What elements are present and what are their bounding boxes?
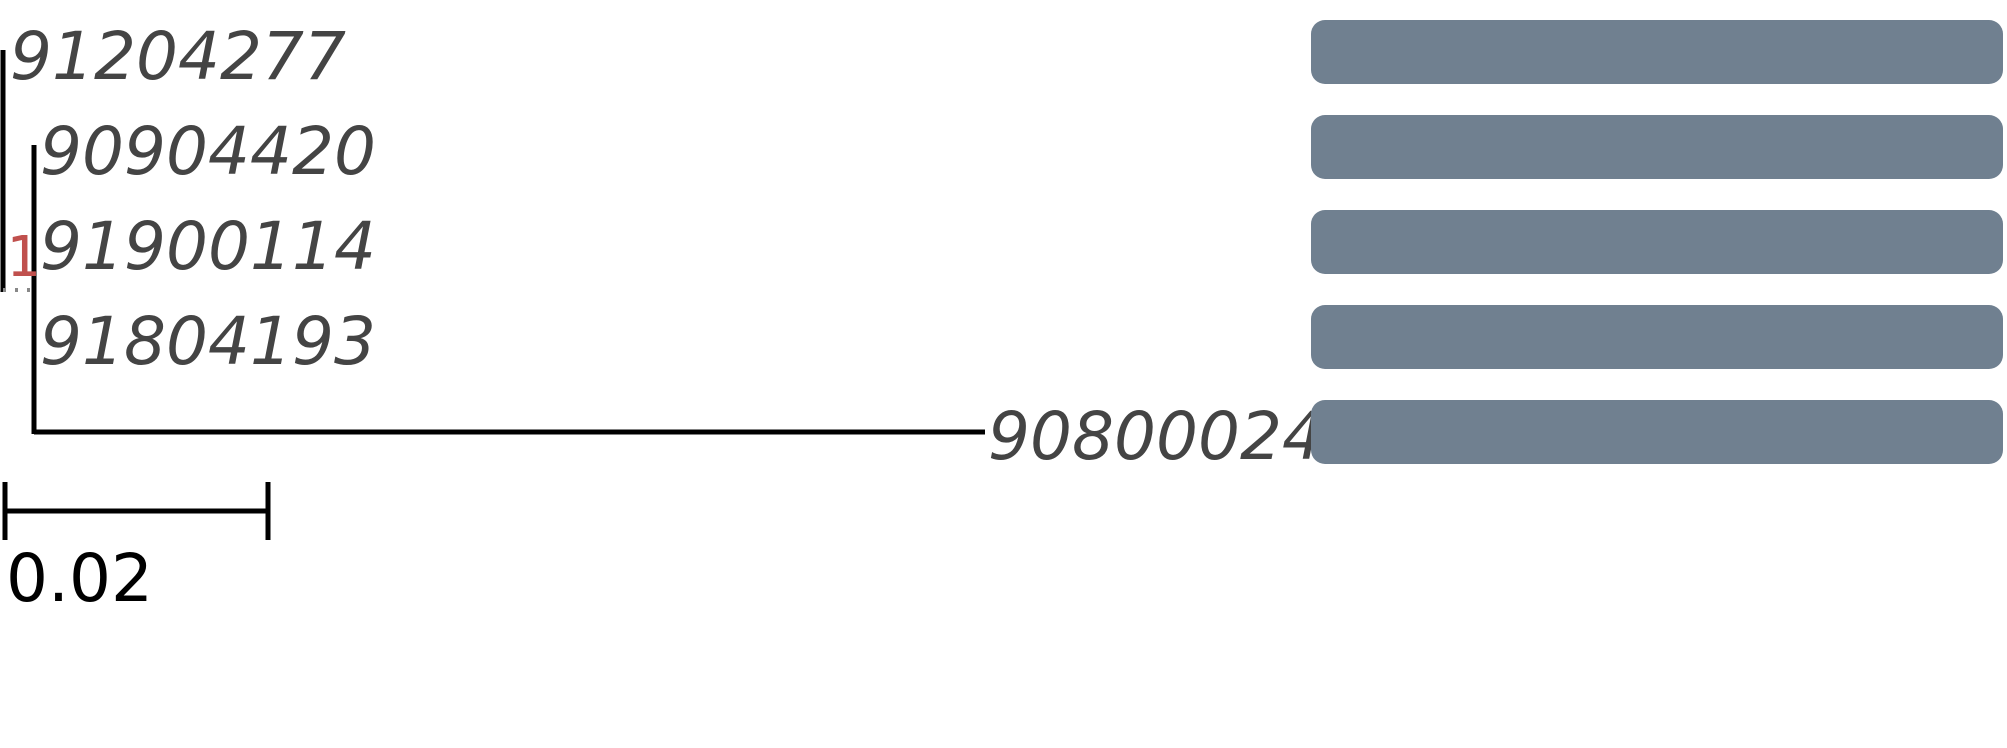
leaf-bar-90800024 — [1311, 400, 2003, 464]
leaf-label-91804193: 91804193 — [40, 303, 376, 380]
leaf-bar-90904420 — [1311, 115, 2003, 179]
leaf-label-91900114: 91900114 — [40, 208, 376, 285]
scale-bar: 0.02 — [2, 482, 271, 617]
leaf-label-91204277: 91204277 — [10, 18, 346, 95]
leaf-label-90904420: 90904420 — [40, 113, 376, 190]
leaf-bar-91204277 — [1311, 20, 2003, 84]
tree-branches — [0, 50, 985, 435]
leaf-bar-91804193 — [1311, 305, 2003, 369]
leaf-label-90800024: 90800024 — [988, 398, 1324, 475]
scale-bar-label: 0.02 — [6, 540, 153, 617]
leaf-bars — [1311, 20, 2003, 464]
leaf-labels: 91204277 90904420 91900114 91804193 9080… — [10, 18, 1324, 475]
support-value-label: 1 — [6, 225, 40, 290]
leaf-bar-91900114 — [1311, 210, 2003, 274]
